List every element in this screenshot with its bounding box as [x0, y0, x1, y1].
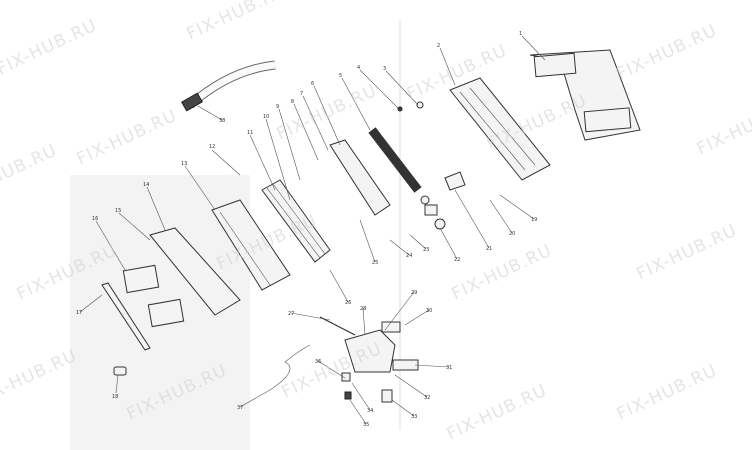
- part-label: 37: [237, 405, 243, 411]
- part-label: 33: [411, 414, 417, 420]
- watermark: FIX-HUB.RU: [0, 16, 100, 80]
- watermark: FIX-HUB.RU: [449, 241, 556, 305]
- drain-hose: [181, 60, 276, 112]
- part-label: 1: [519, 31, 522, 37]
- part-label: 9: [276, 104, 279, 110]
- part-label: 14: [143, 182, 149, 188]
- watermark: FIX-HUB.RU: [614, 21, 721, 85]
- part-label: 11: [247, 130, 253, 136]
- watermark: FIX-HUB.RU: [74, 106, 181, 170]
- part-label: 28: [360, 306, 366, 312]
- part-label: 19: [531, 217, 537, 223]
- louver: [101, 282, 151, 351]
- evaporator: [261, 179, 331, 263]
- part-label: 8: [291, 99, 294, 105]
- watermark: FIX-HUB.RU: [184, 0, 291, 45]
- part-label: 32: [424, 395, 430, 401]
- part-label: 18: [112, 394, 118, 400]
- part-label: 21: [486, 246, 492, 252]
- watermark: FIX-HUB.RU: [274, 81, 381, 145]
- part-label: 3: [383, 66, 386, 72]
- part-labels: 1 2 3 4 5 6 7 8 9 10 11 12 13 14 15 16 1…: [76, 31, 537, 428]
- part-label: 17: [76, 310, 82, 316]
- part-label: 38: [219, 118, 225, 124]
- part-label: 25: [372, 260, 378, 266]
- part-label: 31: [446, 365, 452, 371]
- part-label: 26: [345, 300, 351, 306]
- watermark: FIX-HUB.RU: [614, 361, 721, 425]
- air-filters: [122, 264, 185, 328]
- leader-lines: [79, 35, 546, 425]
- watermark: FIX-HUB.RU: [694, 96, 752, 160]
- part-label: 20: [509, 231, 515, 237]
- watermark: FIX-HUB.RU: [444, 381, 551, 445]
- part-label: 30: [426, 308, 432, 314]
- part-label: 27: [288, 311, 294, 317]
- part-label: 12: [209, 144, 215, 150]
- watermark: FIX-HUB.RU: [0, 346, 80, 410]
- mounting-plate: [529, 49, 641, 141]
- part-label: 15: [115, 208, 121, 214]
- watermark: FIX-HUB.RU: [634, 221, 741, 285]
- fan-motor-parts: [397, 101, 466, 230]
- part-label: 7: [300, 91, 303, 97]
- part-label: 35: [363, 422, 369, 428]
- pipe: [269, 344, 311, 391]
- part-label: 5: [339, 73, 342, 79]
- cross-flow-fan: [368, 127, 422, 193]
- part-label: 4: [357, 65, 360, 71]
- remote-holder: [113, 366, 127, 376]
- electrical-box: [319, 316, 419, 403]
- part-label: 23: [423, 247, 429, 253]
- part-label: 24: [406, 253, 412, 259]
- front-panel: [149, 227, 241, 316]
- part-label: 13: [181, 161, 187, 167]
- base-chassis: [449, 77, 551, 181]
- part-label: 36: [315, 359, 321, 365]
- watermark: FIX-HUB.RU: [0, 141, 60, 205]
- evaporator-grille: [329, 139, 391, 216]
- part-label: 16: [92, 216, 98, 222]
- part-label: 6: [311, 81, 314, 87]
- part-label: 10: [263, 114, 269, 120]
- part-label: 2: [437, 43, 440, 49]
- front-frame: [211, 199, 291, 291]
- part-label: 22: [454, 257, 460, 263]
- part-label: 29: [411, 290, 417, 296]
- part-label: 34: [367, 408, 373, 414]
